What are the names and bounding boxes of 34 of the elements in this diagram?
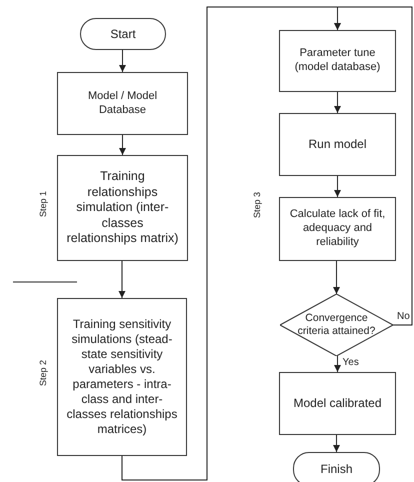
process-box <box>57 155 188 261</box>
edge-label: No <box>396 311 411 322</box>
node-text: Calculate lack of fit, adequacy and reliability <box>288 208 386 250</box>
arrow <box>334 6 412 326</box>
arrow <box>334 92 341 114</box>
arrow <box>119 134 126 156</box>
node-text: Run model <box>307 137 368 152</box>
terminal-pill <box>293 452 380 482</box>
node-text: Model calibrated <box>292 396 383 411</box>
arrow <box>333 434 340 452</box>
node-text: Parameter tune (model database) <box>294 47 382 75</box>
process-box <box>57 72 188 135</box>
node-text: Convergence criteria attained? <box>296 312 376 338</box>
terminal-pill <box>80 18 166 50</box>
arrow <box>333 260 340 294</box>
process-box <box>279 30 396 92</box>
step-label: Step 3 <box>252 192 262 218</box>
node-text: Start <box>109 26 137 42</box>
process-box <box>57 298 187 456</box>
node-text: Finish <box>319 462 354 476</box>
node-text: Training relationships simulation (inter-classes relationships matrix) <box>66 168 180 248</box>
arrow <box>334 176 341 198</box>
arrow <box>119 50 126 72</box>
process-box <box>279 372 396 435</box>
step-label: Step 2 <box>38 360 48 386</box>
arrow <box>118 260 126 298</box>
edge-label: Yes <box>342 357 360 368</box>
arrow <box>334 356 341 372</box>
process-box <box>279 113 396 176</box>
node-text: Model / Model Database <box>86 90 158 118</box>
step-label: Step 1 <box>38 190 48 218</box>
node-text: Training sensitivity simulations (stead-state sensitivity variables vs. parameters - intra-class and inter-classes relationships matrices) <box>66 317 178 437</box>
decision-diamond <box>280 294 393 356</box>
process-box <box>279 197 396 261</box>
